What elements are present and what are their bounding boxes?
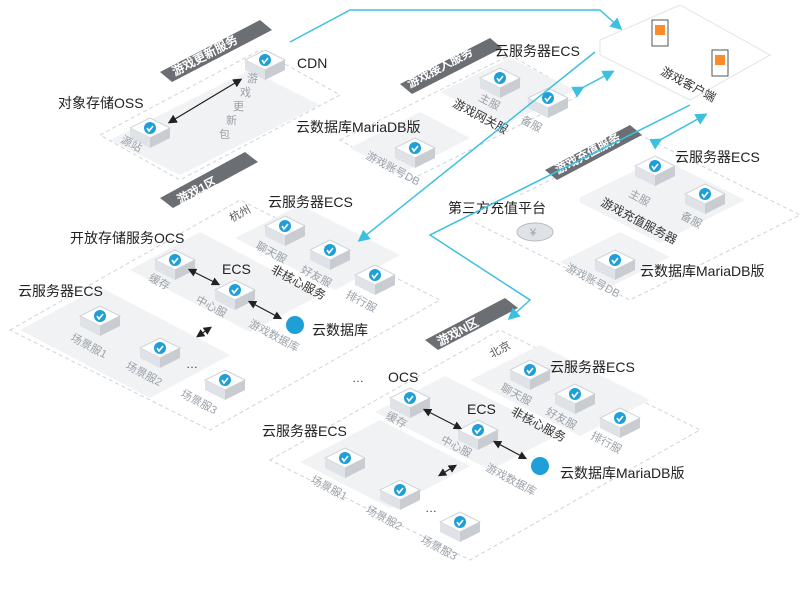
- ecs-recharge-label: 云服务器ECS: [675, 149, 760, 165]
- ecs-access-label: 云服务器ECS: [495, 43, 580, 59]
- update-tab-label: 游戏更新服务: [169, 31, 240, 79]
- zoneN-outline: [268, 329, 702, 561]
- recharge-panel: [575, 158, 745, 243]
- third-party-box: [440, 195, 580, 221]
- z1-cloud-db-label: 云数据库: [312, 322, 368, 338]
- update-zone-outline: [98, 49, 342, 181]
- zone1-outline: [8, 199, 442, 431]
- ecs-z1-scene-label: 云服务器ECS: [18, 283, 103, 299]
- update-pkg-1: 戏: [240, 86, 251, 99]
- rds-access-label: 云数据库MariaDB版: [296, 119, 420, 135]
- update-pkg-3: 新: [226, 113, 237, 127]
- update-link: [167, 78, 243, 124]
- update-pkg-2: 更: [233, 101, 244, 113]
- client-to-zoneN-arrow: [428, 104, 691, 321]
- rds-zn-label: 云数据库MariaDB版: [560, 465, 684, 481]
- recharge-tab-label: 游戏充值服务: [552, 129, 623, 177]
- update-pkg-0: 游: [247, 72, 258, 85]
- ecs-zn-label: ECS: [467, 401, 496, 417]
- zn-scene-panel: [300, 420, 470, 508]
- zn-game-db-label: 游戏数据库: [484, 460, 539, 498]
- cdn-label: CDN: [297, 55, 327, 71]
- zone1-tab: [160, 152, 258, 208]
- ecs-z1-label: ECS: [222, 261, 251, 277]
- ecs-zn-scene-label: 云服务器ECS: [262, 423, 347, 439]
- third-party-icon: [516, 222, 554, 242]
- beijing-label: 北京: [487, 338, 513, 361]
- zn-db-icon: [531, 457, 549, 475]
- ecs-zn-top-label: 云服务器ECS: [550, 359, 635, 375]
- client-to-zone1-arrow: [357, 51, 596, 242]
- svg-text:¥: ¥: [529, 227, 537, 239]
- zoneN-tab: [425, 298, 518, 350]
- cdn-to-client-arrow: [289, 9, 623, 43]
- update-tab: [160, 20, 272, 82]
- backup-label: 备服: [519, 112, 545, 135]
- rds-recharge-label: 云数据库MariaDB版: [640, 263, 764, 279]
- access-tab: [400, 38, 502, 94]
- oss-label: 对象存储OSS: [58, 95, 144, 111]
- access-client-arrow: [571, 70, 615, 98]
- update-pkg-4: 包: [219, 128, 230, 141]
- ocs-zn-label: OCS: [388, 369, 418, 385]
- zn-scene3-icon: [439, 511, 481, 543]
- ecs-z1-top-label: 云服务器ECS: [268, 194, 353, 210]
- recharge-client-arrow: [649, 113, 708, 150]
- zn-dots: …: [425, 501, 437, 515]
- access-zone-outline: [338, 54, 582, 181]
- ocs-z1-label: 开放存储服务OCS: [70, 230, 184, 246]
- z1-scene-panel: [20, 287, 230, 398]
- third-party-label: 第三方充值平台: [448, 200, 546, 216]
- z1-scene3-icon: [204, 369, 246, 401]
- z1-dots: …: [186, 357, 198, 371]
- z1-cloud-db-icon: [286, 316, 304, 334]
- zones-dots: …: [352, 371, 364, 385]
